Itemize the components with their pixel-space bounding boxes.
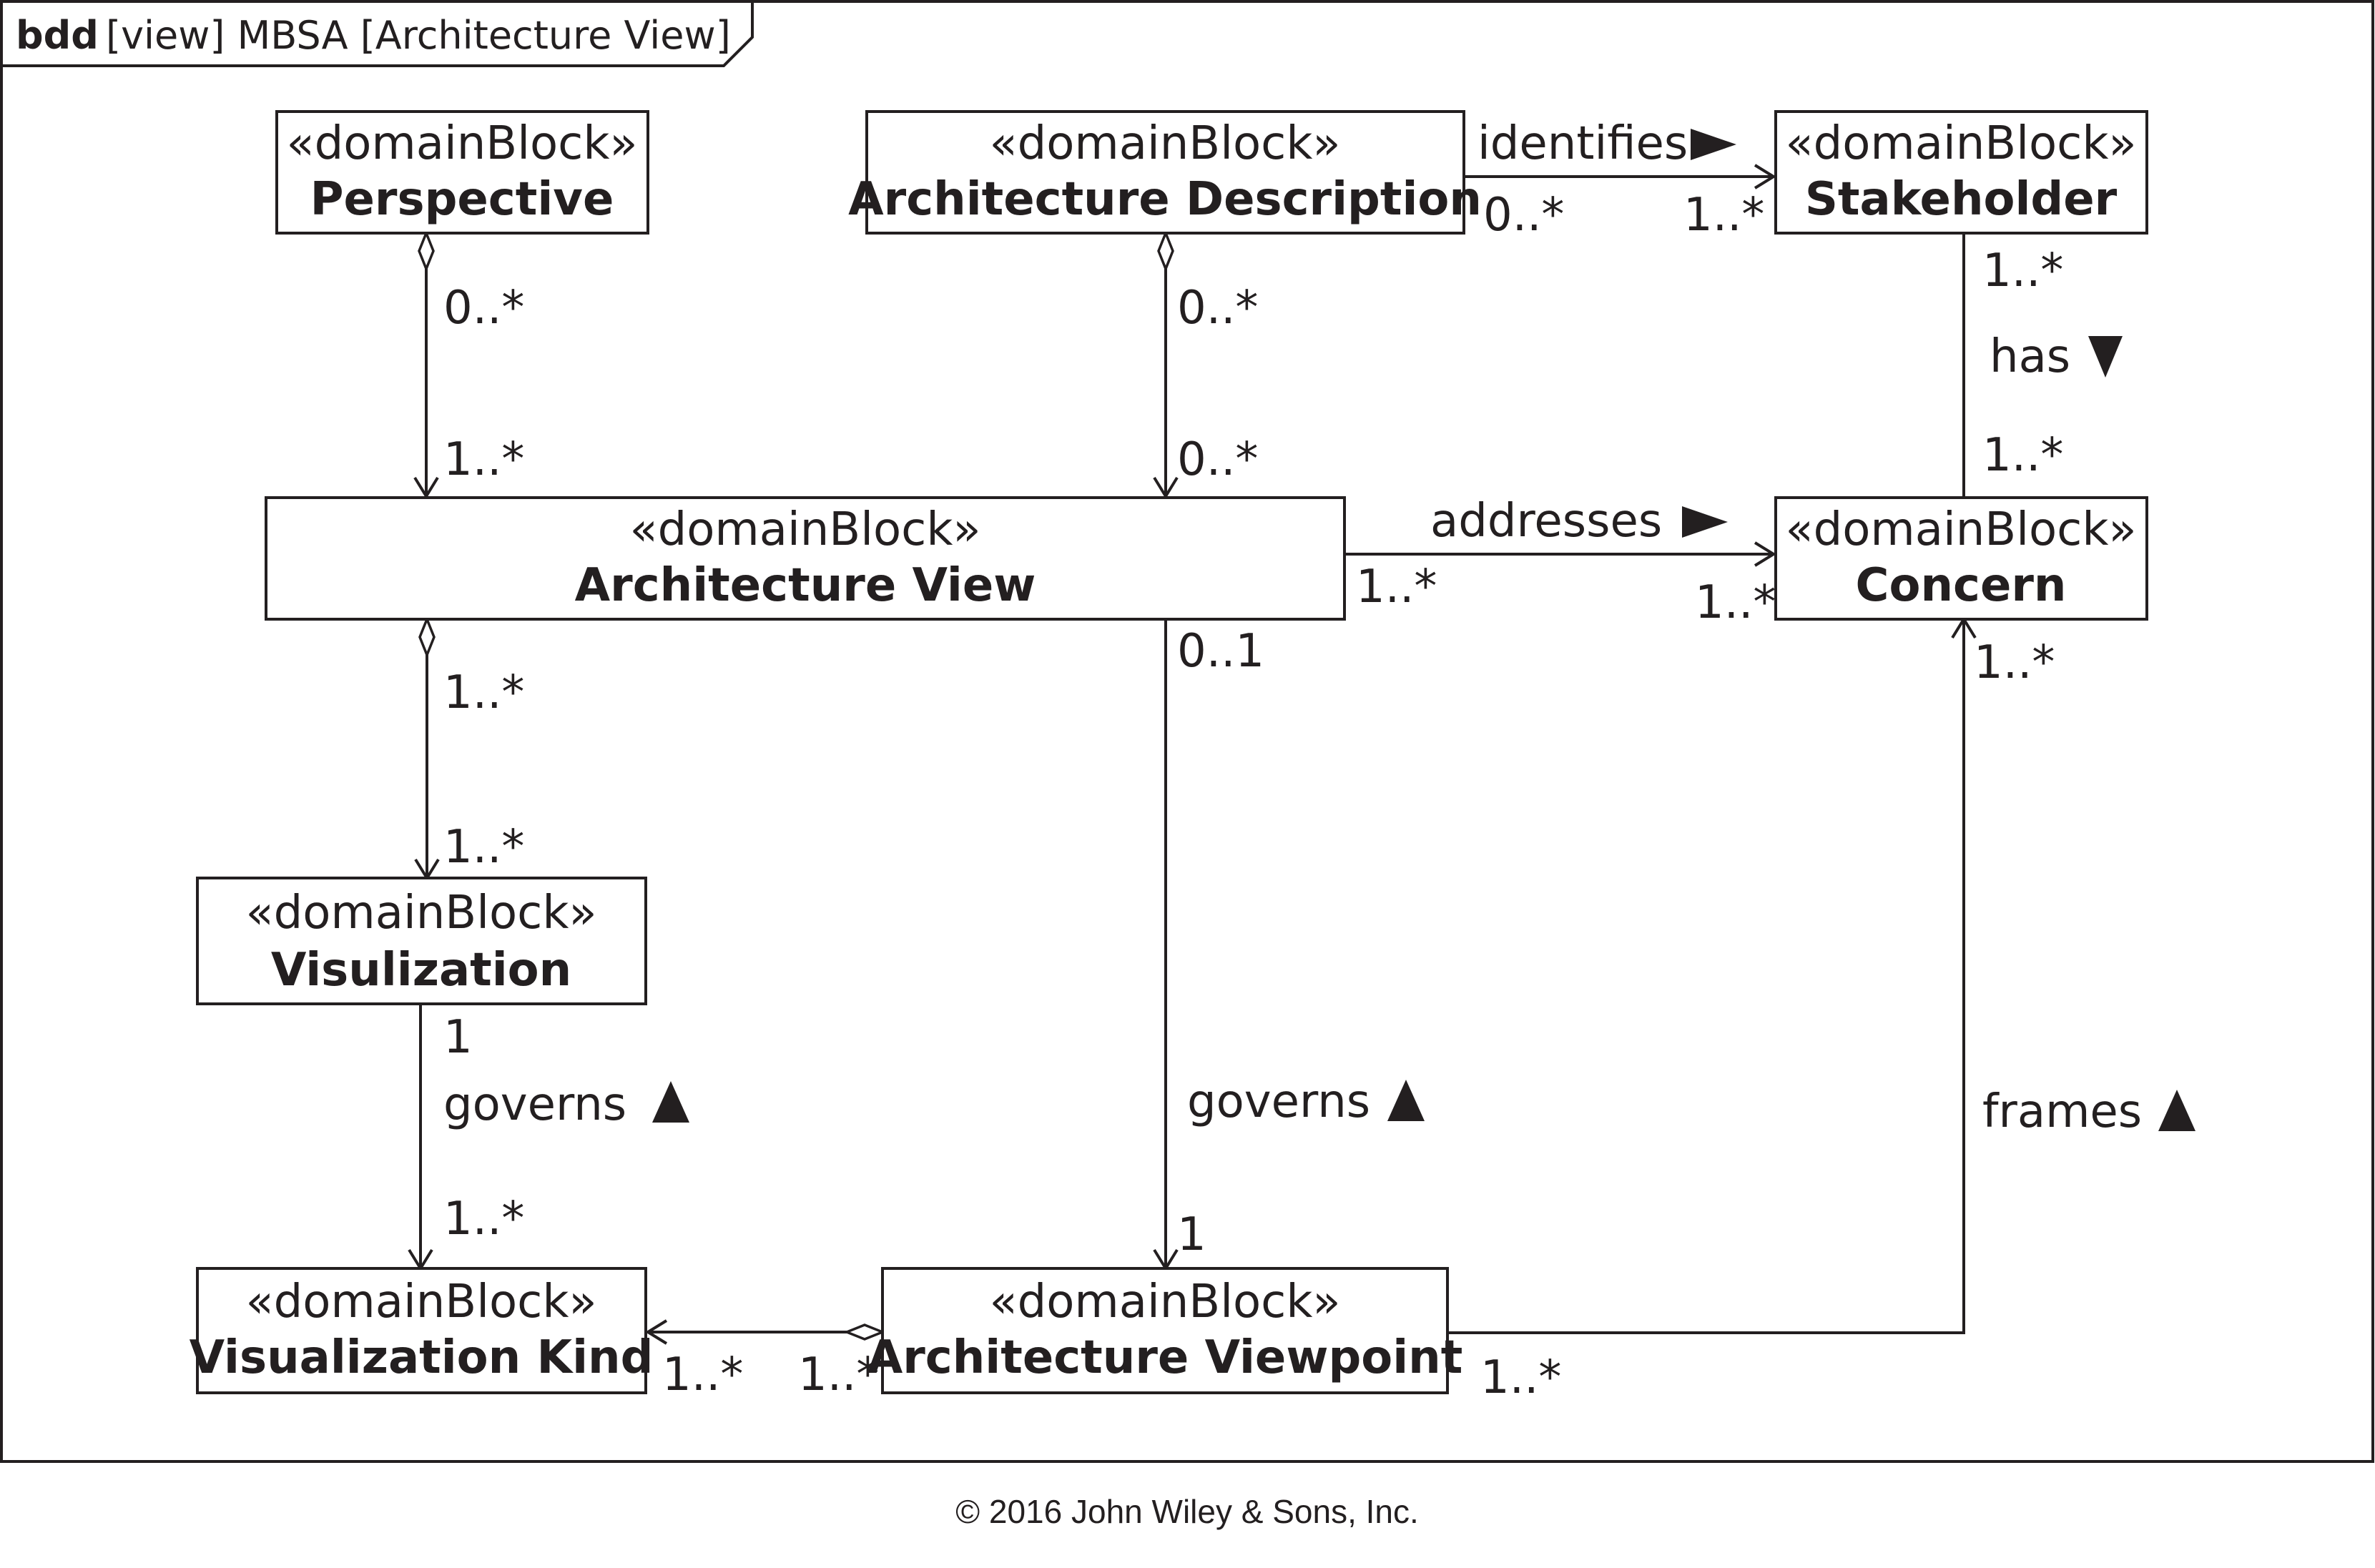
multiplicity-label: 1..* bbox=[443, 666, 524, 719]
association-label: governs bbox=[443, 1078, 626, 1131]
association-label: addresses bbox=[1430, 495, 1662, 548]
association-label: frames bbox=[1982, 1085, 2142, 1138]
arrowhead-icon bbox=[1754, 541, 1776, 567]
multiplicity-label: 1 bbox=[1177, 1208, 1206, 1261]
edge-visulization-governs bbox=[408, 1004, 433, 1271]
multiplicity-label: 1..* bbox=[1356, 561, 1437, 613]
association-label: has bbox=[1990, 330, 2070, 383]
multiplicity-label: 0..* bbox=[1177, 282, 1258, 335]
aggregation-diamond bbox=[418, 230, 435, 272]
multiplicity-label: 0..* bbox=[443, 282, 524, 335]
diagram-frame: bdd [view] MBSA [Architecture View] bbox=[0, 0, 2374, 1463]
edge-identifies bbox=[1464, 164, 1776, 189]
aggregation-diamond bbox=[843, 1323, 886, 1341]
arrowhead-icon bbox=[645, 1319, 668, 1345]
arrowhead-icon bbox=[1754, 164, 1776, 189]
direction-right-icon bbox=[1682, 506, 1728, 538]
multiplicity-label: 0..* bbox=[1177, 433, 1258, 486]
block-name: Architecture Viewpoint bbox=[867, 1331, 1463, 1384]
block-concern[interactable]: «domainBlock» Concern bbox=[1774, 496, 2148, 621]
multiplicity-label: 1..* bbox=[1974, 636, 2055, 689]
edge-viewpoint-kind bbox=[645, 1319, 886, 1345]
multiplicity-label: 1..* bbox=[1982, 245, 2063, 297]
block-name: Visulization bbox=[271, 944, 571, 997]
edge-view-visulization bbox=[414, 616, 440, 881]
edge-frames bbox=[1447, 616, 1977, 1334]
edge-view-governs bbox=[1153, 619, 1179, 1271]
aggregation-diamond bbox=[1157, 230, 1174, 272]
direction-up-icon bbox=[652, 1081, 689, 1123]
block-stakeholder[interactable]: «domainBlock» Stakeholder bbox=[1774, 110, 2148, 235]
block-stereotype: «domainBlock» bbox=[989, 117, 1340, 170]
multiplicity-label: 1..* bbox=[1982, 429, 2063, 482]
copyright-notice: © 2016 John Wiley & Sons, Inc. bbox=[955, 1493, 1419, 1530]
multiplicity-label: 1..* bbox=[662, 1348, 743, 1401]
multiplicity-label: 1..* bbox=[443, 1193, 524, 1246]
multiplicity-label: 1 bbox=[443, 1011, 473, 1064]
block-architecture-viewpoint[interactable]: «domainBlock» Architecture Viewpoint bbox=[867, 1267, 1463, 1394]
edge-description-view bbox=[1153, 230, 1179, 499]
direction-up-icon bbox=[1387, 1080, 1425, 1121]
block-stereotype: «domainBlock» bbox=[629, 503, 980, 556]
block-name: Perspective bbox=[310, 173, 614, 226]
multiplicity-label: 1..* bbox=[443, 821, 524, 874]
block-stereotype: «domainBlock» bbox=[286, 117, 637, 170]
block-architecture-description[interactable]: «domainBlock» Architecture Description bbox=[848, 110, 1482, 235]
multiplicity-label: 1..* bbox=[1695, 576, 1776, 629]
multiplicity-label: 1..* bbox=[798, 1348, 879, 1401]
block-name: Visualization Kind bbox=[190, 1331, 654, 1384]
block-stereotype: «domainBlock» bbox=[1785, 503, 2136, 556]
block-stereotype: «domainBlock» bbox=[245, 887, 596, 940]
block-stereotype: «domainBlock» bbox=[1785, 117, 2136, 170]
direction-right-icon bbox=[1691, 129, 1736, 160]
edge-addresses bbox=[1344, 541, 1776, 567]
block-visualization-kind[interactable]: «domainBlock» Visualization Kind bbox=[190, 1267, 654, 1394]
frame-kind: bdd bbox=[16, 13, 99, 58]
block-name: Concern bbox=[1856, 559, 2067, 612]
edge-perspective-view bbox=[413, 230, 439, 499]
aggregation-diamond bbox=[418, 616, 436, 659]
multiplicity-label: 1..* bbox=[1683, 189, 1764, 242]
multiplicity-label: 0..* bbox=[1483, 189, 1564, 242]
block-stereotype: «domainBlock» bbox=[245, 1276, 596, 1328]
frame-name: [view] MBSA [Architecture View] bbox=[106, 13, 731, 58]
multiplicity-label: 1..* bbox=[443, 433, 524, 486]
association-label: governs bbox=[1187, 1075, 1370, 1128]
association-label: identifies bbox=[1477, 117, 1688, 170]
connectors bbox=[408, 164, 1977, 1345]
block-architecture-view[interactable]: «domainBlock» Architecture View bbox=[265, 496, 1346, 621]
block-stereotype: «domainBlock» bbox=[989, 1276, 1340, 1328]
block-perspective[interactable]: «domainBlock» Perspective bbox=[275, 110, 649, 235]
direction-up-icon bbox=[2158, 1090, 2195, 1131]
direction-down-icon bbox=[2088, 336, 2123, 378]
block-name: Architecture Description bbox=[848, 173, 1482, 226]
multiplicity-label: 0..1 bbox=[1177, 625, 1264, 678]
multiplicity-label: 1..* bbox=[1480, 1351, 1561, 1404]
block-name: Stakeholder bbox=[1805, 173, 2118, 226]
block-name: Architecture View bbox=[575, 559, 1036, 612]
edge-labels: 0..* 1..* 0..* 0..* identifies 0..* 1..*… bbox=[443, 117, 2195, 1404]
block-visulization[interactable]: «domainBlock» Visulization bbox=[196, 877, 647, 1005]
